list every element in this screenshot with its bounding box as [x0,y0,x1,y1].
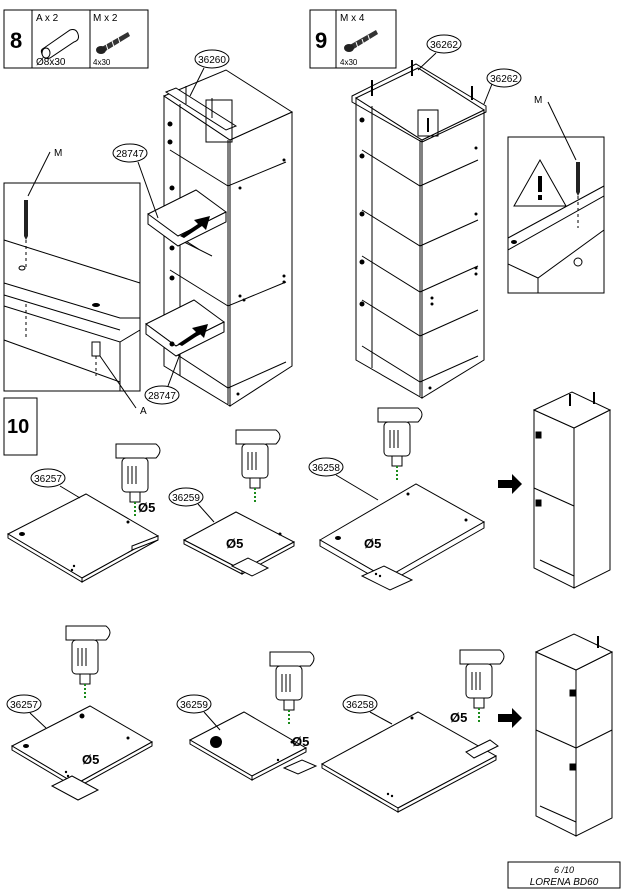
cabinet-result-row1 [532,391,612,589]
part-label-36262-a: 36262 [417,34,462,71]
warning-icon [513,158,567,207]
drill-size-label: Ø5 [226,536,243,551]
drill-size-label: Ø5 [82,752,99,767]
part-a-qty: A x 2 [36,13,59,24]
detail-box-dowel [3,151,141,392]
drill-icon [235,429,281,503]
cabinet-step-8 [145,69,294,407]
part-m-size: 4x30 [93,58,111,67]
drill-icon [269,651,315,725]
cabinet-step-9 [351,63,487,399]
drill-icon [377,407,423,481]
part-label-28747-bottom: 28747 [144,353,181,405]
drill-size-label: Ø5 [292,734,309,749]
step-10: 10 36257 Ø5 36259 Ø5 [3,391,614,837]
step-8-number: 8 [10,28,22,53]
svg-text:36262: 36262 [490,74,518,85]
page-number: 6 /10 [554,865,574,875]
door-panel-36257-row1: 36257 [6,468,160,583]
part-label-28747-top: 28747 [112,143,159,219]
result-arrow-icon [498,708,522,728]
result-arrow-icon [498,474,522,494]
screw-icon [96,32,130,54]
screw-m-label: M [54,148,62,159]
step-9-number: 9 [315,28,327,53]
screw-m-label-9: M [534,95,542,106]
part-label-36262-b: 36262 [483,68,522,105]
cam-holes [167,121,286,396]
svg-text:36259: 36259 [172,493,200,504]
part-m-qty-9: M x 4 [340,13,365,24]
drill-size-label: Ø5 [138,500,155,515]
cabinet-result-row2 [534,633,614,837]
svg-text:36262: 36262 [430,40,458,51]
part-a-size: Ø8x30 [36,57,66,68]
step-8: 8 A x 2 Ø8x30 M x 2 4x30 [3,9,294,417]
step-9: 9 M x 4 4x30 [309,9,605,399]
insert-arrow-icon [178,216,210,346]
drill-size-label: Ø5 [364,536,381,551]
door-panel-36258-row1: 36258 [308,457,486,591]
drill-icon [65,625,111,699]
svg-text:36258: 36258 [346,700,374,711]
detail-box-warning [507,101,605,294]
door-panel-36257-row2: 36257 [6,694,154,801]
drill-size-label: Ø5 [450,710,467,725]
part-m-qty: M x 2 [93,13,118,24]
svg-text:28747: 28747 [148,391,176,402]
svg-text:36259: 36259 [180,700,208,711]
part-m-size-9: 4x30 [340,58,358,67]
svg-text:36257: 36257 [34,474,62,485]
footer: 6 /10 LORENA BD60 [507,861,621,889]
screw-icon [344,30,378,52]
cam-holes [359,117,478,390]
svg-text:36260: 36260 [198,55,226,66]
svg-text:36258: 36258 [312,463,340,474]
dowel-a-label: A [140,406,147,417]
door-panel-36258-row2: 36258 [320,694,499,813]
part-label-36260: 36260 [189,49,230,97]
door-panel-36259-row1: 36259 [168,487,296,577]
svg-text:28747: 28747 [116,149,144,160]
svg-text:36257: 36257 [10,700,38,711]
model-name: LORENA BD60 [530,877,599,888]
door-panel-36259-row2: 36259 [176,694,318,781]
dowel-icon [40,29,79,59]
step-10-number: 10 [7,416,29,438]
